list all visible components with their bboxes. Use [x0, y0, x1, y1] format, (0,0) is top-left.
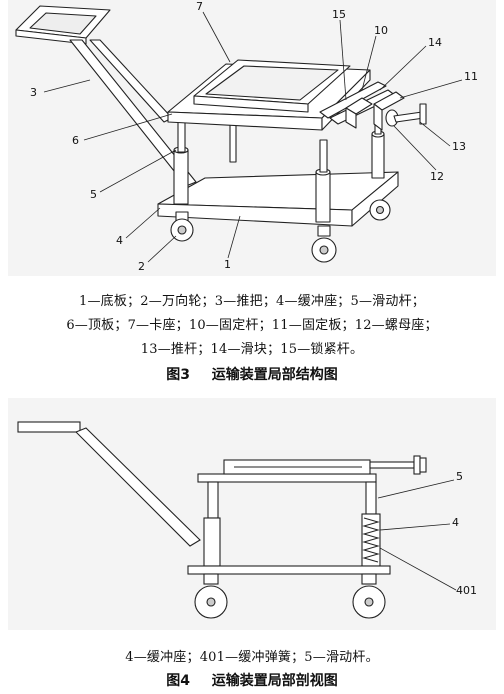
figure3-legend-line-2: 6—顶板；7—卡座；10—固定杆；11—固定板；12—螺母座；: [66, 318, 438, 333]
caster-wheel-back: [369, 199, 391, 221]
fixing-plate: [373, 91, 405, 131]
caster-wheel-left: [194, 573, 228, 619]
label-14: 14: [428, 36, 442, 49]
push-handle-grip: [15, 5, 111, 45]
figure3-legend-line-3: 13—推杆；14—滑块；15—锁紧杆。: [140, 342, 364, 357]
slider-block: [345, 97, 373, 129]
push-handle: [17, 421, 201, 547]
fig4-label-4: 4: [452, 516, 459, 529]
figure3-caption-number: 图3: [166, 367, 190, 383]
push-rod-side: [369, 455, 427, 475]
figure4-caption-number: 图4: [166, 673, 190, 689]
label-7: 7: [196, 0, 203, 13]
bottom-plate: [157, 171, 399, 227]
figure3-drawing: 3 6 5 4 2 1 7 15 10 14 11 13 12: [15, 0, 478, 273]
label-15: 15: [332, 8, 346, 21]
label-6: 6: [72, 134, 79, 147]
figure4-caption: 图4 运输装置局部剖视图: [0, 670, 504, 690]
right-sliding-rod: [365, 481, 377, 515]
label-13: 13: [452, 140, 466, 153]
label-4: 4: [116, 234, 123, 247]
caster-wheel-front-left: [170, 211, 194, 242]
figure4-legend-line-1: 4—缓冲座；401—缓冲弹簧；5—滑动杆。: [125, 650, 379, 665]
fig4-label-401: 401: [456, 584, 477, 597]
figure4-caption-text: 运输装置局部剖视图: [211, 673, 338, 689]
label-5: 5: [90, 188, 97, 201]
figure3-leader-lines: [43, 11, 463, 263]
figure4-leader-lines: [377, 479, 457, 591]
figure3-legend-line-1: 1—底板；2—万向轮；3—推把；4—缓冲座；5—滑动杆；: [79, 294, 425, 309]
buffer-spring: [362, 517, 380, 563]
push-rod: [393, 103, 427, 125]
label-11: 11: [464, 70, 478, 83]
caster-wheel-right: [352, 573, 386, 619]
card-seat: [193, 59, 351, 113]
left-leg-buffer: [203, 481, 221, 567]
card-seat-side: [223, 459, 371, 475]
label-10: 10: [374, 24, 388, 37]
label-12: 12: [430, 170, 444, 183]
figure3-caption: 图3 运输装置局部结构图: [0, 364, 504, 384]
label-2: 2: [138, 260, 145, 273]
label-3: 3: [30, 86, 37, 99]
caster-wheel-front-right: [311, 225, 337, 263]
top-plate-side: [197, 473, 377, 483]
bottom-plate-side: [187, 565, 391, 575]
label-1: 1: [224, 258, 231, 271]
figure3-drawing-panel: [8, 0, 496, 276]
figure3-caption-text: 运输装置局部结构图: [211, 367, 338, 383]
fig4-label-5: 5: [456, 470, 463, 483]
